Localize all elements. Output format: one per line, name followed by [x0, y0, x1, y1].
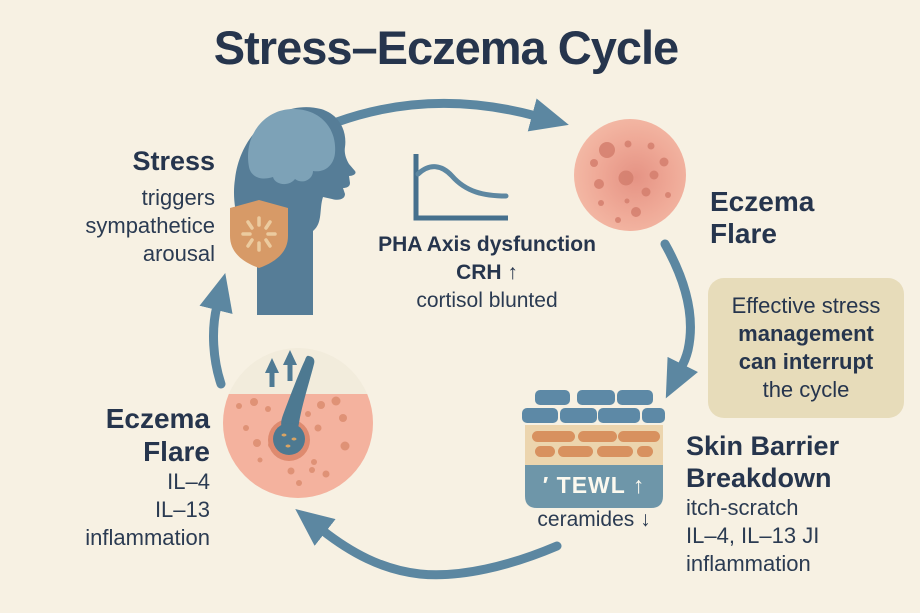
interrupt-note-box: Effective stress management can interrup…: [708, 278, 904, 418]
eczema-flare-bottom-line: Eczema: [105, 403, 210, 434]
eczema-flare-bottom-desc: IL–13: [154, 497, 210, 522]
skin-barrier-desc-line: IL–4, IL–13 JI: [686, 523, 820, 548]
hpa-line: CRH ↑: [456, 261, 518, 284]
ceramides-label: ceramides ↓: [537, 508, 651, 531]
interrupt-line: the cycle: [762, 377, 850, 402]
arrow-flare-to-barrier: [660, 239, 698, 399]
tewl-up-arrows-icon: [265, 350, 297, 387]
hpa-axis-label: PHA Axis dysfunction CRH ↑ cortisol blun…: [375, 231, 599, 315]
eczema-flare-bottom-desc: IL–4: [167, 469, 210, 494]
arrow-barrier-to-flare2: [295, 508, 562, 580]
skin-barrier-title-line: Breakdown: [686, 463, 832, 493]
stress-desc-line: sympathetice: [85, 213, 215, 238]
skin-barrier-desc-line: inflammation: [686, 551, 811, 576]
skin-barrier-title-line: Skin Barrier: [686, 431, 840, 461]
stress-node-label: Stress triggers sympathetice arousal: [40, 146, 215, 268]
eczema-patch-icon: [574, 119, 686, 231]
eczema-flare-bottom-label: Eczema Flare IL–4 IL–13 inflammation: [30, 402, 210, 552]
stress-shield-icon: [230, 200, 288, 268]
skin-barrier-label: Skin Barrier Breakdown itch-scratch IL–4…: [686, 430, 839, 578]
interrupt-line: management: [738, 321, 874, 346]
stress-title: Stress: [132, 146, 215, 176]
hpa-line: PHA Axis dysfunction: [378, 233, 596, 256]
eczema-flare-top-line: Flare: [710, 218, 777, 249]
interrupt-line: Effective stress: [731, 293, 881, 318]
arrow-flare2-to-stress: [199, 273, 233, 389]
skin-barrier-icon: [522, 390, 665, 508]
cortisol-curve-icon: [413, 154, 509, 221]
eczema-flare-top-label: Eczema Flare: [710, 186, 814, 250]
eczema-flare-bottom-desc: inflammation: [85, 525, 210, 550]
tewl-band-label: ′ TEWL ↑: [542, 472, 646, 498]
arrow-stress-to-flare: [332, 98, 569, 132]
stress-desc-line: triggers: [141, 185, 215, 210]
page-title: Stress–Eczema Cycle: [213, 21, 679, 74]
stress-desc-line: arousal: [142, 241, 215, 266]
eczema-flare-top-line: Eczema: [710, 186, 815, 217]
follicle-icon: [223, 348, 373, 498]
skin-barrier-desc-line: itch-scratch: [686, 495, 799, 520]
hpa-line: cortisol blunted: [416, 289, 558, 312]
eczema-flare-bottom-line: Flare: [143, 436, 210, 467]
interrupt-line: can interrupt: [738, 349, 874, 374]
